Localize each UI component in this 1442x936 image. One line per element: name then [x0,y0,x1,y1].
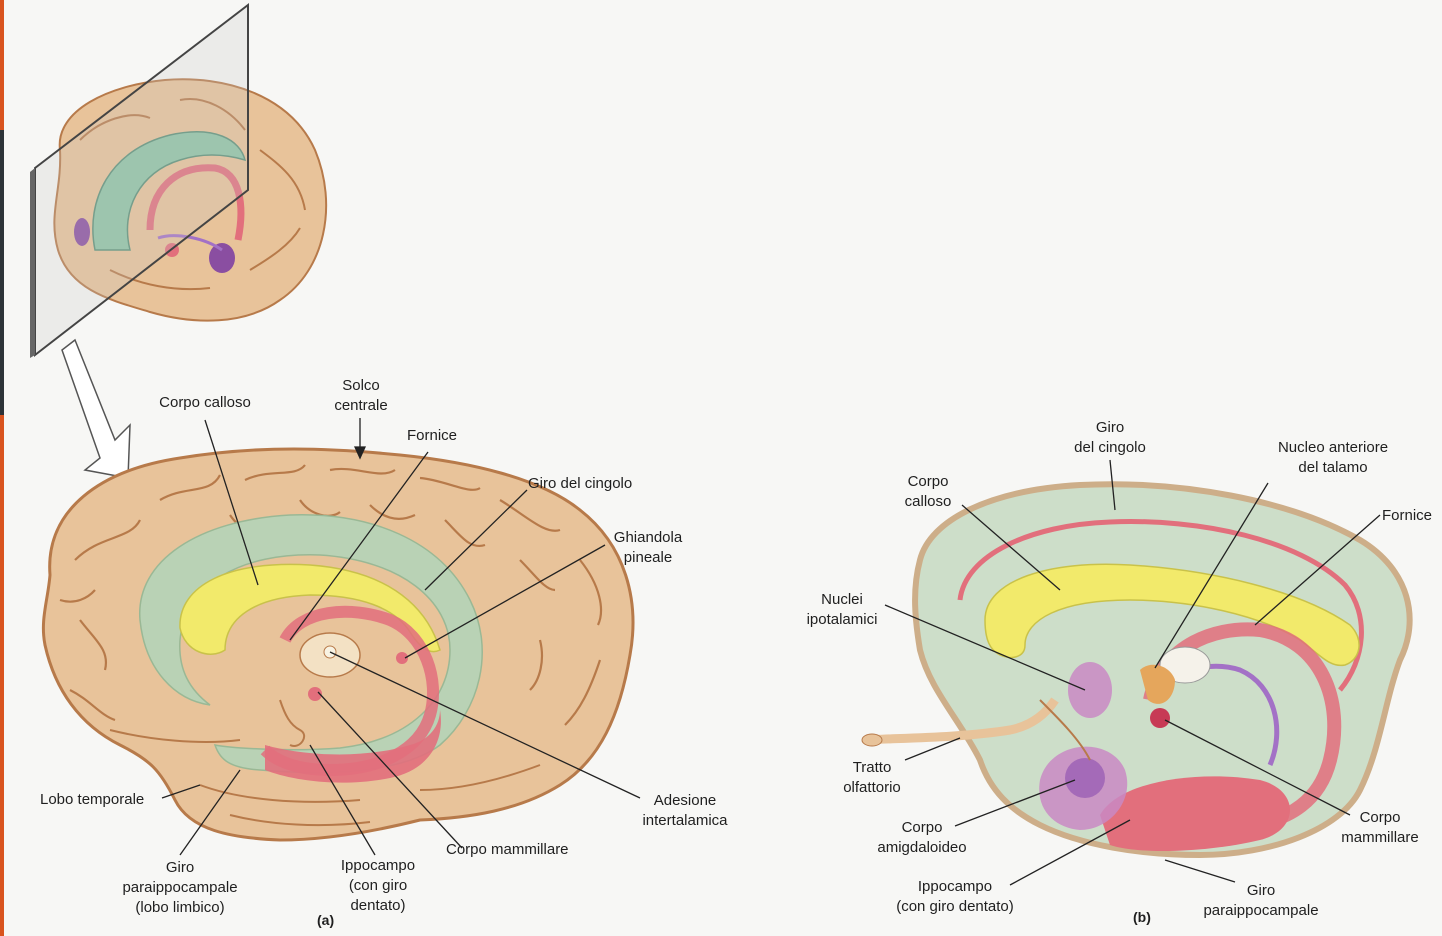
panel-a-tag: (a) [317,912,334,928]
panel-b-tag: (b) [1133,909,1151,925]
label-lobo-temporale: Lobo temporale [40,790,170,810]
label-ippocampo-b: Ippocampo (con giro dentato) [880,877,1030,917]
label-giro-del-cingolo-b: Giro del cingolo [1060,418,1160,458]
label-corpo-mammillare-b: Corpo mammillare [1330,808,1430,848]
label-giro-del-cingolo-a: Giro del cingolo [528,474,668,494]
label-adesione-intertalamica: Adesione intertalamica [626,791,744,831]
label-giro-paraippocampale-b: Giro paraippocampale [1190,881,1332,921]
label-giro-paraippocampale-a: Giro paraippocampale (lobo limbico) [104,858,256,918]
label-fornice-a: Fornice [392,426,472,446]
inset-amygdala [209,243,235,273]
inset-brain [30,5,326,358]
label-nuclei-ipotalamici: Nuclei ipotalamici [796,590,888,630]
label-ippocampo-a: Ippocampo (con giro dentato) [322,856,434,916]
label-corpo-calloso-a: Corpo calloso [140,393,270,413]
label-nucleo-anteriore: Nucleo anteriore del talamo [1262,438,1404,478]
label-solco-centrale: Solco centrale [320,376,402,416]
panel-b-limbic [862,484,1410,855]
label-corpo-mammillare-a: Corpo mammillare [446,840,606,860]
label-tratto-olfattorio: Tratto olfattorio [832,758,912,798]
label-corpo-calloso-b: Corpo calloso [892,472,964,512]
label-fornice-b: Fornice [1382,506,1442,526]
label-corpo-amigdaloideo: Corpo amigdaloideo [864,818,980,858]
panel-a-brain [43,449,633,840]
label-ghiandola-pineale: Ghiandola pineale [600,528,696,568]
hollow-arrow [62,340,130,478]
